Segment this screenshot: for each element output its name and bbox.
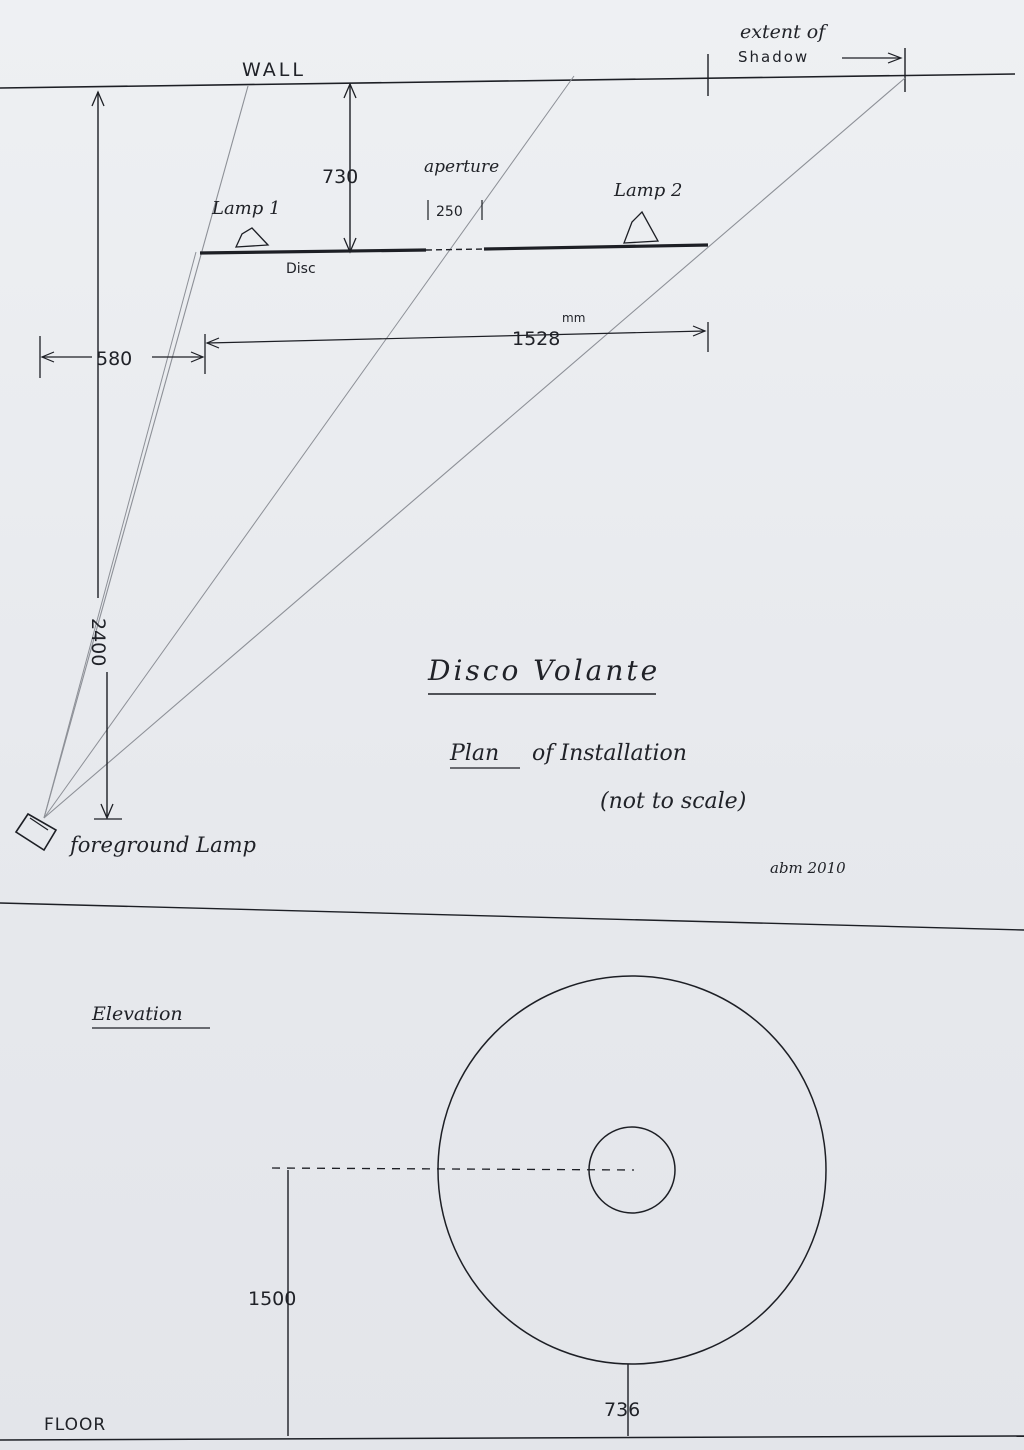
lamp-distance-label: 2400: [87, 618, 109, 666]
aperture-width-label: 250: [436, 204, 463, 220]
drawing-subtitle: of Installation: [532, 741, 687, 766]
section-divider: [0, 902, 1024, 931]
scale-note: (not to scale): [600, 789, 746, 814]
plan-word: Plan: [449, 741, 499, 766]
lamp1-label: Lamp 1: [211, 198, 280, 219]
elevation-label: Elevation: [91, 1003, 183, 1025]
diameter-label: 736: [604, 1399, 640, 1421]
sight-line-3: [43, 75, 575, 819]
floor-label: FLOOR: [44, 1415, 106, 1435]
disc-distance-arrow-top: [343, 82, 357, 99]
center-height-line: [271, 1167, 635, 1171]
disc-right-segment: [483, 243, 709, 251]
length-line: [206, 330, 706, 344]
foreground-lamp-label: foreground Lamp: [68, 833, 256, 857]
offset-label: 580: [96, 348, 132, 370]
length-arrow-left: [205, 337, 220, 349]
lamp-distance-arrow-top: [91, 90, 105, 107]
shadow-arrow-head: [887, 52, 903, 64]
drawing-title: Disco Volante: [427, 654, 660, 687]
length-unit-label: mm: [562, 311, 585, 325]
floor-line: [0, 1435, 1024, 1441]
disc-left-segment: [199, 248, 427, 255]
sight-line-4: [43, 77, 906, 819]
wall-line: [0, 73, 1016, 89]
length-arrow-right: [692, 325, 707, 337]
foreground-lamp-icon: [14, 812, 58, 852]
length-label: 1528: [512, 328, 560, 350]
height-label: 1500: [248, 1288, 296, 1310]
disc-label: Disc: [286, 261, 316, 277]
lamp2-icon: [623, 210, 660, 244]
aperture-label: aperture: [424, 157, 499, 177]
lamp1-icon: [234, 227, 270, 248]
disc-distance-label: 730: [322, 166, 358, 188]
lamp-distance-arrow-bottom: [100, 803, 114, 820]
offset-arrow-right: [190, 351, 205, 363]
aperture-gap: [425, 248, 485, 251]
wall-label: WALL: [242, 59, 306, 81]
offset-arrow-left: [40, 351, 55, 363]
sight-line-1: [43, 85, 249, 819]
sight-line-2: [43, 251, 197, 819]
disc-outer-circle: [437, 975, 827, 1365]
signature: abm 2010: [770, 859, 846, 877]
foreground-lamp-lens: [29, 817, 49, 831]
shadow-label-line2: Shadow: [738, 48, 809, 66]
lamp2-label: Lamp 2: [613, 180, 682, 201]
shadow-label-line1: extent of: [740, 21, 828, 43]
